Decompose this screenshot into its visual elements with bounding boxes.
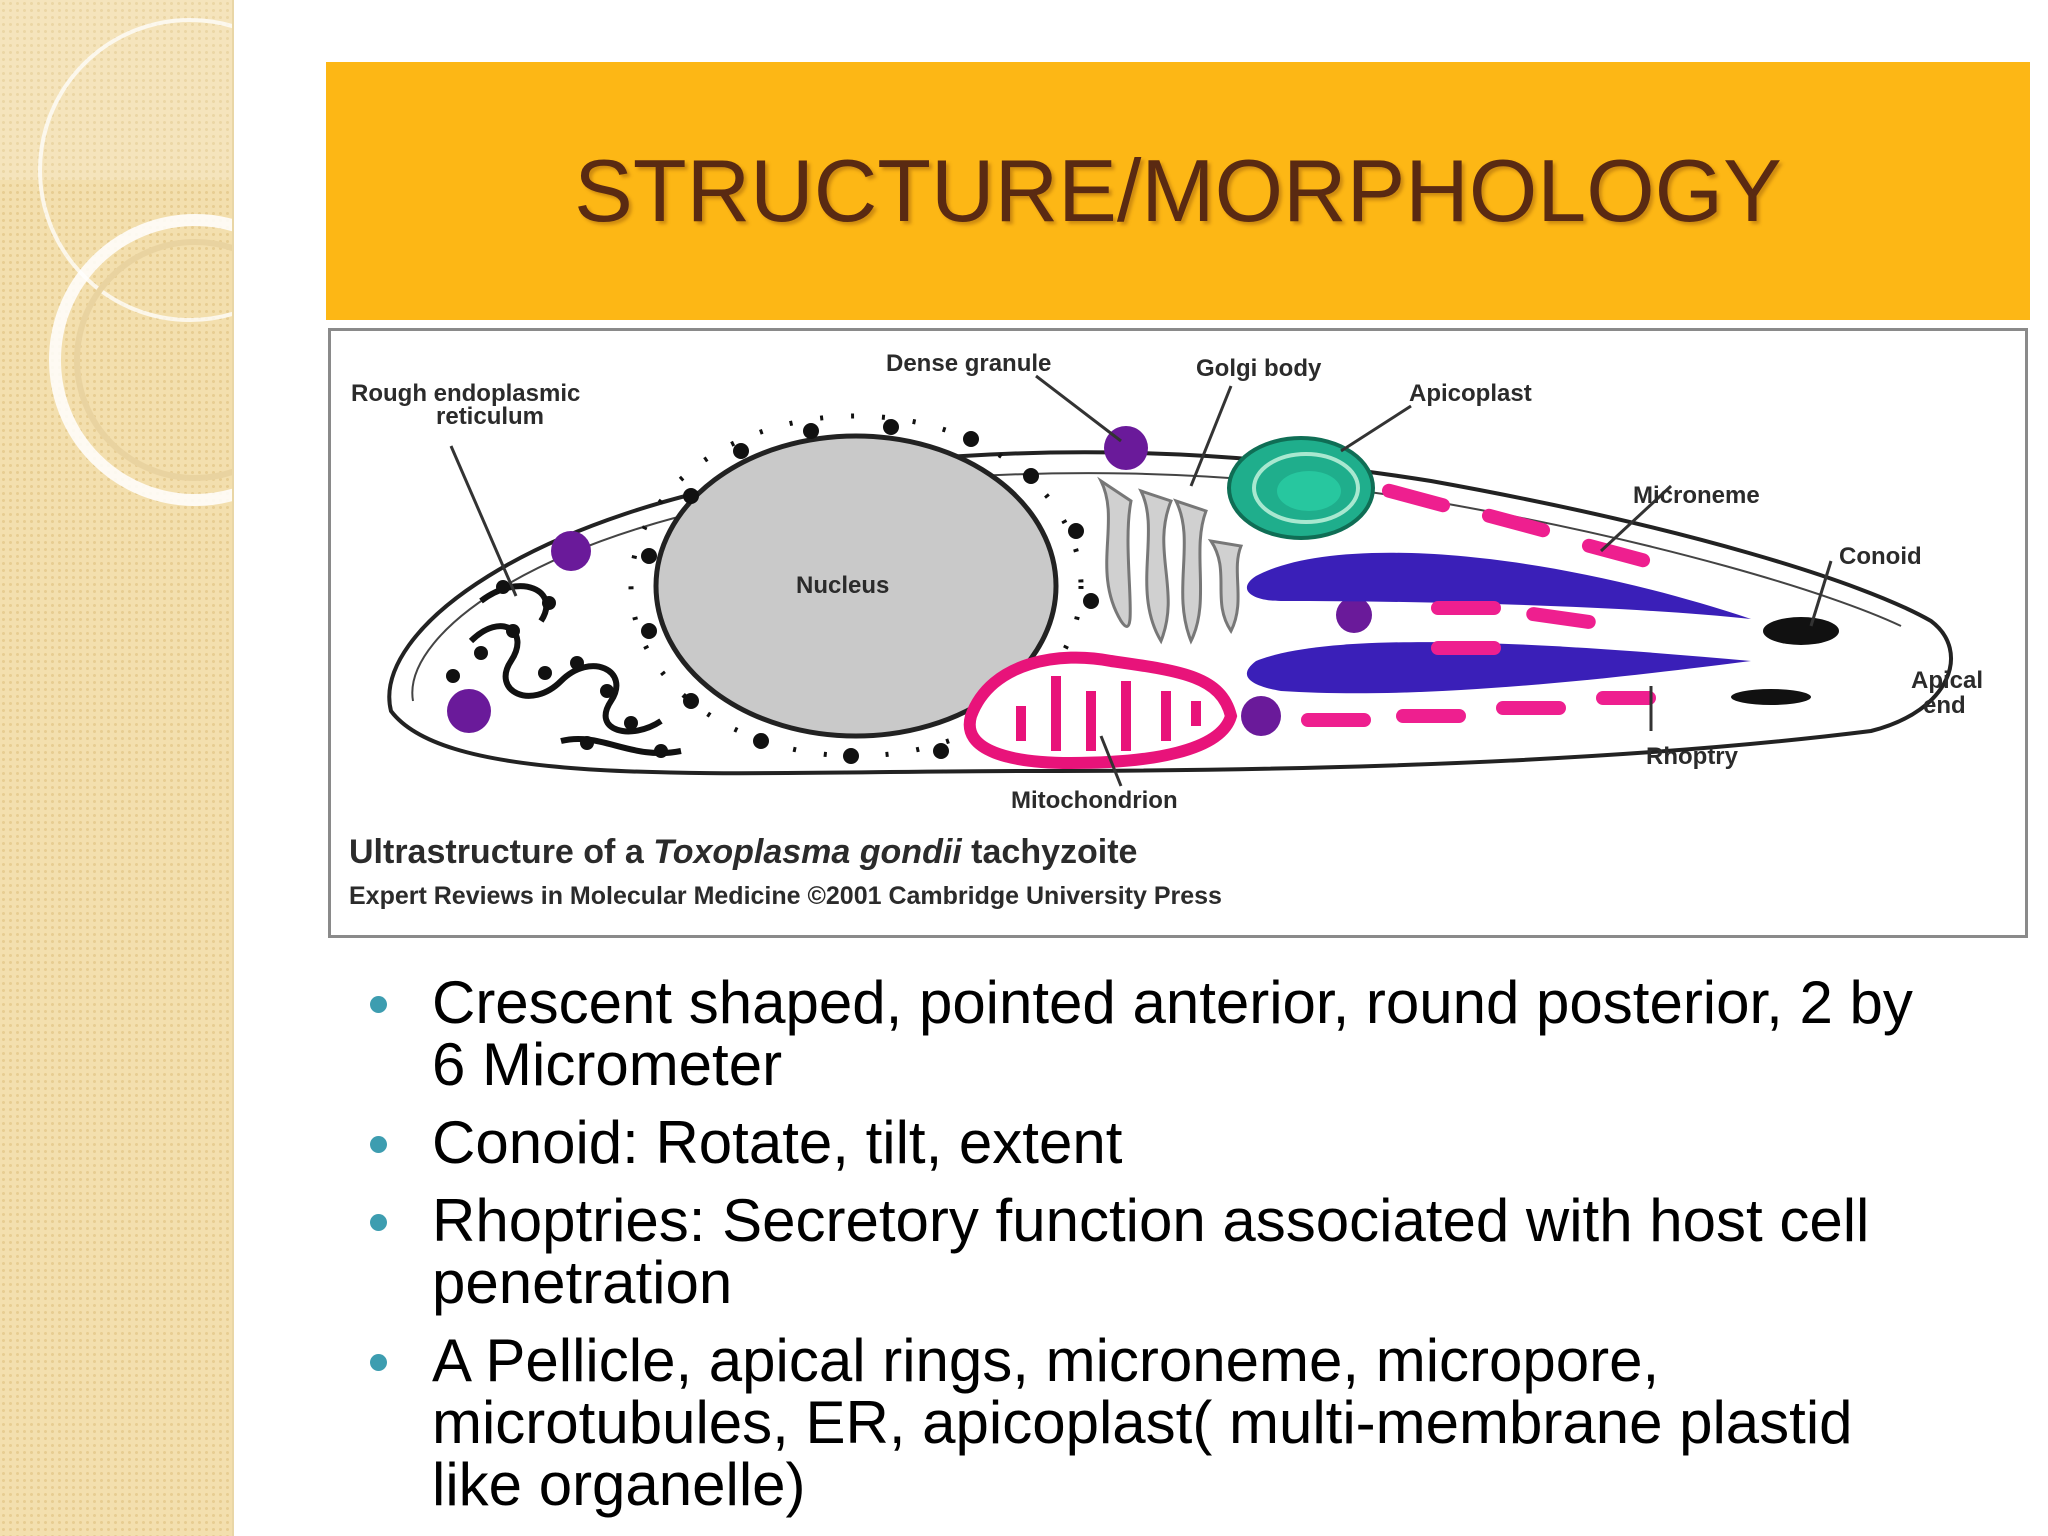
slide-title: STRUCTURE/MORPHOLOGY [574,141,1782,240]
bullet-item-rhoptries: Rhoptries: Secretory function associated… [360,1190,2020,1314]
bullet-line: penetration [432,1249,733,1316]
bullet-dot-icon [370,1214,387,1231]
figure-credit: Expert Reviews in Molecular Medicine ©20… [349,882,1222,910]
bullet-item-shape: Crescent shaped, pointed anterior, round… [360,972,2020,1096]
caption-species: Toxoplasma gondii [653,833,963,871]
cell-diagram-svg: Rough endoplasmic reticulum Dense granul… [349,350,1983,910]
toxoplasma-diagram: Rough endoplasmic reticulum Dense granul… [328,328,2028,938]
label-rough-er-2: reticulum [436,403,544,430]
nucleus [653,433,1059,739]
label-rhoptry: Rhoptry [1646,743,1739,770]
figure-caption: Ultrastructure of a Toxoplasma gondii ta… [349,833,1137,871]
label-conoid: Conoid [1839,543,1922,570]
bullet-line: Crescent shaped, pointed anterior, round… [432,969,1913,1036]
label-apicoplast: Apicoplast [1409,380,1532,407]
bullet-line: Conoid: Rotate, tilt, extent [432,1109,1123,1176]
label-apical-end-2: end [1923,692,1966,719]
bullet-line: 6 Micrometer [432,1031,783,1098]
bullet-dot-icon [370,1136,387,1153]
title-bar: STRUCTURE/MORPHOLOGY [326,62,2030,320]
label-dense-granule: Dense granule [886,350,1051,377]
decorative-side-strip [0,0,234,1536]
label-mitochondrion: Mitochondrion [1011,787,1178,814]
bullet-item-pellicle: A Pellicle, apical rings, microneme, mic… [360,1330,2020,1516]
label-microneme: Microneme [1633,482,1760,509]
decorative-circles [0,0,232,506]
label-rough-er: Rough endoplasmic [351,380,580,407]
apicoplast [1227,436,1375,540]
label-nucleus: Nucleus [796,572,889,599]
bullet-dot-icon [370,1354,387,1371]
mitochondrion [963,651,1238,770]
bullet-dot-icon [370,996,387,1013]
conoid [1763,617,1839,645]
bullet-list: Crescent shaped, pointed anterior, round… [360,972,2020,1532]
bullet-item-conoid: Conoid: Rotate, tilt, extent [360,1112,2020,1174]
label-apical-end: Apical [1911,667,1983,694]
caption-prefix: Ultrastructure of a [349,833,653,871]
bullet-line: like organelle) [432,1451,806,1518]
bullet-line: microtubules, ER, apicoplast( multi-memb… [432,1389,1853,1456]
cell-inner-membrane [411,472,1902,702]
bullet-line: Rhoptries: Secretory function associated… [432,1187,1870,1254]
bullet-line: A Pellicle, apical rings, microneme, mic… [432,1327,1660,1394]
caption-suffix: tachyzoite [962,833,1138,871]
label-golgi-body: Golgi body [1196,355,1322,382]
